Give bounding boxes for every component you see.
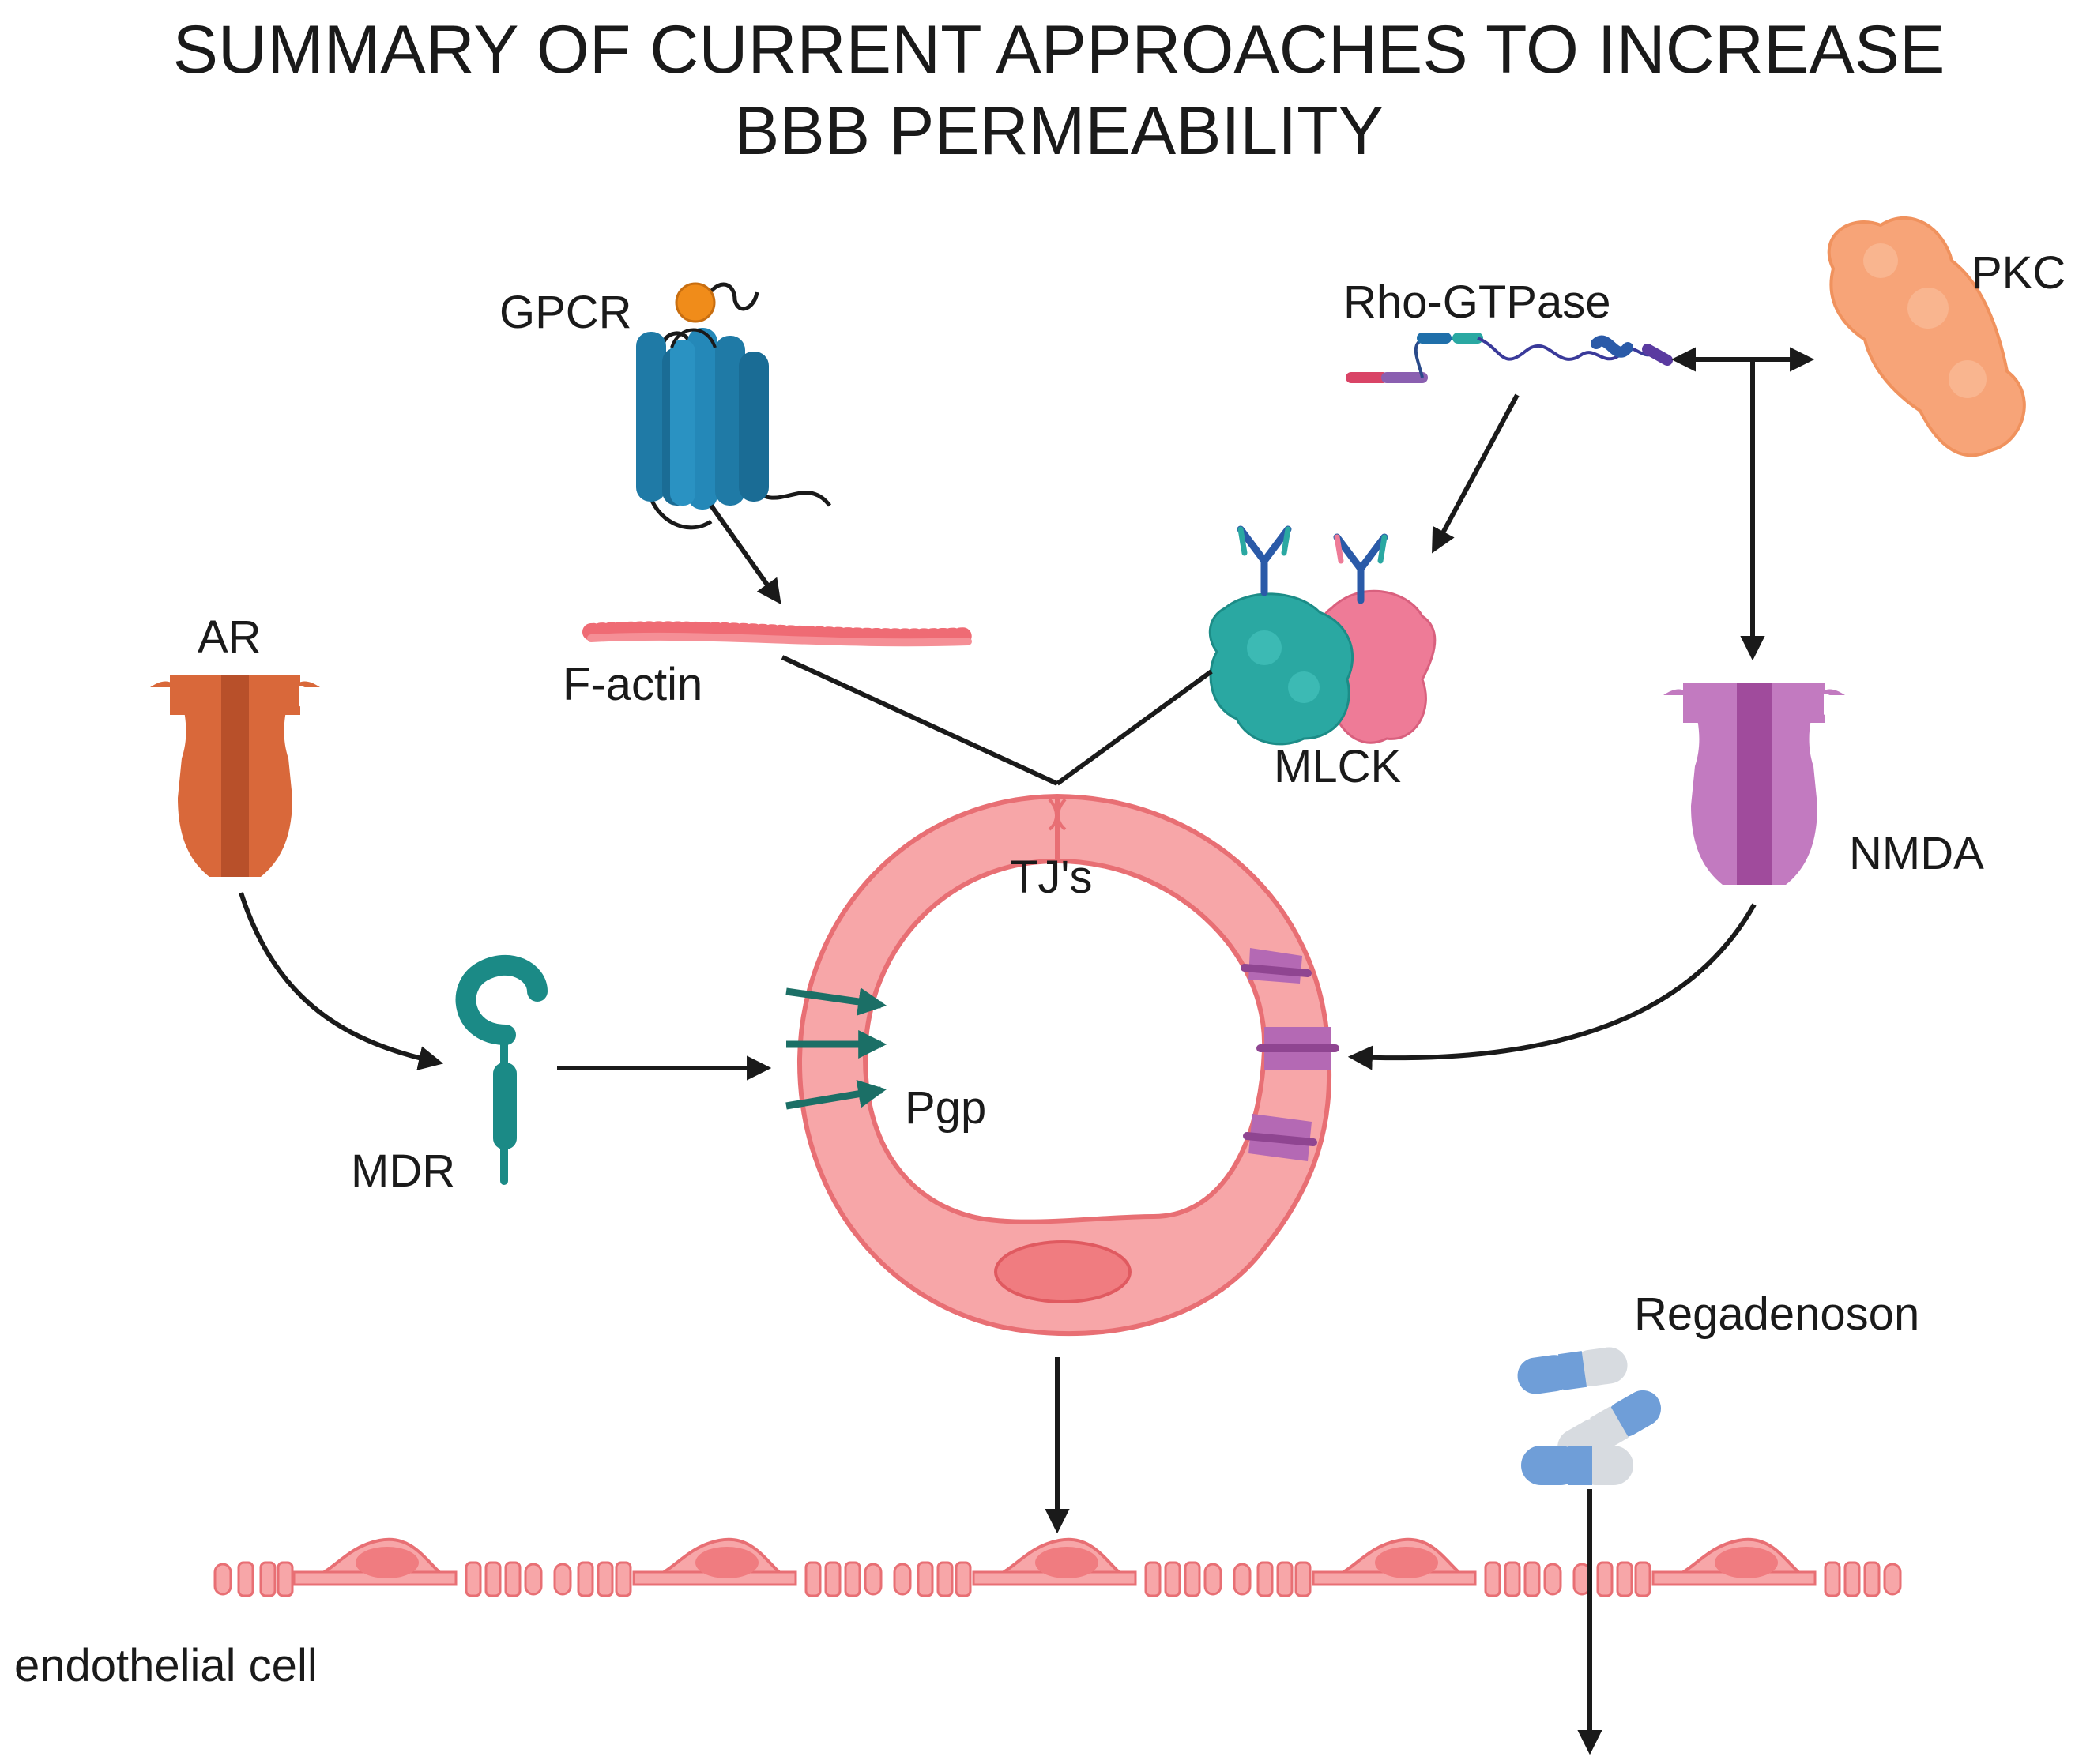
nucleus-icon [994, 1240, 1132, 1303]
pkc-protein-icon [1827, 216, 2026, 457]
label-endothelial-cell: endothelial cell [14, 1640, 318, 1691]
mlck-protein-icon [1208, 525, 1437, 746]
label-rho-gtpase: Rho-GTPase [1343, 276, 1610, 328]
tj-protein-top [1241, 948, 1312, 984]
label-nmda: NMDA [1849, 828, 1984, 879]
arrow-gpcr-to-f-actin [709, 504, 781, 605]
label-mlck: MLCK [1274, 741, 1401, 792]
line-f-actin-to-tjs [781, 655, 1059, 786]
endothelial-cell-3 [972, 1537, 1137, 1586]
label-pgp: Pgp [905, 1082, 986, 1134]
cell-junction-segments [213, 1561, 1902, 1597]
ligand-icon [675, 282, 716, 323]
tj-protein-middle [1256, 1027, 1339, 1070]
pgp-efflux-arrows [785, 987, 887, 1110]
label-ar: AR [198, 611, 262, 663]
rho-gtpase-protein-icon [1346, 333, 1673, 383]
title-line-1: SUMMARY OF CURRENT APPROACHES TO INCREAS… [173, 12, 1945, 88]
f-actin-filament-icon [582, 621, 977, 647]
connector-lines [239, 347, 1815, 1755]
mdr-transporter-icon [455, 954, 548, 1185]
line-mlck-to-tjs [1056, 669, 1213, 786]
regadenoson-pills-icon [1517, 1347, 1661, 1485]
endothelial-cell-layer [213, 1537, 1902, 1597]
label-pkc: PKC [1971, 247, 2066, 299]
title-line-2: BBB PERMEABILITY [734, 93, 1384, 169]
arrow-ar-to-mdr [239, 892, 444, 1070]
label-regadenoson: Regadenoson [1634, 1288, 1919, 1340]
label-mdr: MDR [351, 1145, 455, 1197]
tj-protein-bottom [1243, 1114, 1317, 1161]
endothelial-cell-2 [632, 1537, 797, 1586]
label-tjs: TJ's [1010, 852, 1093, 903]
label-gpcr: GPCR [499, 287, 632, 338]
endothelial-cell-1 [292, 1537, 458, 1586]
gpcr-receptor-icon [636, 282, 831, 530]
label-f-actin: F-actin [563, 659, 702, 710]
endothelial-cell-4 [1312, 1537, 1477, 1586]
blood-vessel-cross-section-icon [796, 793, 1332, 1337]
arrow-rho-to-mlck [1432, 393, 1520, 554]
tj-protein-icons [1241, 948, 1339, 1161]
ar-receptor-icon [150, 675, 320, 877]
arrow-nmda-to-tj [1347, 903, 1757, 1070]
endothelial-cell-5 [1651, 1537, 1817, 1586]
nmda-receptor-icon [1663, 683, 1845, 885]
